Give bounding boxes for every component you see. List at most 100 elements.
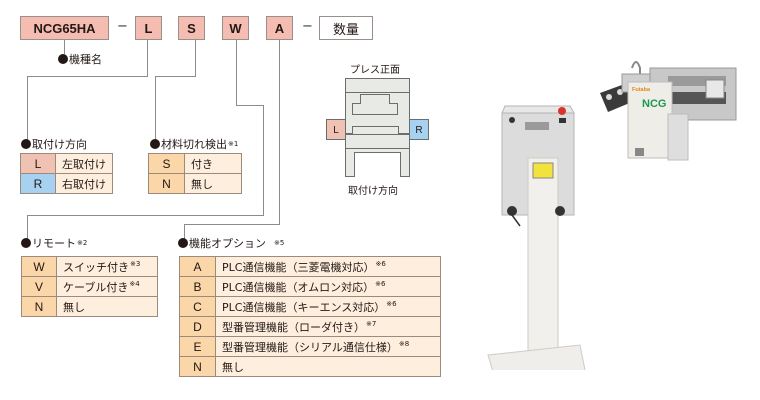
footnote-mark: ※5 [274, 239, 285, 247]
option-label: 無し [184, 173, 242, 194]
table-row: R 右取付け [20, 173, 113, 194]
option-label: PLC通信機能（三菱電機対応）※6 [215, 256, 441, 277]
option-label-text: 型番管理機能（ローダ付き） [222, 320, 365, 334]
option-label-text: ケーブル付き [63, 280, 129, 294]
option-code: S [148, 153, 185, 174]
table-row: S 付き [148, 153, 242, 174]
right-side-marker [409, 119, 429, 140]
option-label: PLC通信機能（キーエンス対応）※6 [215, 296, 441, 317]
remote-table: W スイッチ付き※3 V ケーブル付き※4 N 無し [21, 256, 158, 317]
option-code: D [179, 316, 216, 337]
mounting-direction-title: 取付け方向 [21, 136, 87, 152]
table-row: V ケーブル付き※4 [21, 276, 158, 297]
option-code: W [21, 256, 57, 277]
table-row: N 無し [179, 356, 441, 377]
option-label-text: 型番管理機能（シリアル通信仕様） [222, 340, 398, 354]
option-label: スイッチ付き※3 [56, 256, 158, 277]
bullet-icon [21, 139, 31, 149]
mounting-direction-table: L 左取付け R 右取付け [20, 153, 113, 194]
connector-line [195, 40, 196, 76]
remote-controller-stand [487, 105, 586, 370]
function-options-table: A PLC通信機能（三菱電機対応）※6 B PLC通信機能（オムロン対応）※6 … [179, 256, 441, 377]
option-code: N [179, 356, 216, 377]
press-base [345, 148, 410, 177]
footnote-mark: ※3 [130, 259, 141, 268]
option-code: R [20, 173, 56, 194]
press-diagram-title: プレス正面 [350, 65, 400, 76]
left-side-marker [326, 119, 346, 140]
feeder-unit: Futaba NCG [600, 61, 737, 161]
bullet-icon [58, 54, 68, 64]
quantity-box: 数量 [319, 16, 373, 40]
option-label: ケーブル付き※4 [56, 276, 158, 297]
code-segment-function: A [266, 16, 293, 40]
connector-line [27, 215, 28, 239]
connector-line [147, 40, 148, 76]
section-title: 材料切れ検出 [161, 138, 227, 151]
right-side-label: R [415, 125, 422, 136]
option-code: N [148, 173, 185, 194]
connector-line [155, 76, 196, 77]
footnote-mark: ※1 [228, 140, 239, 148]
table-row: C PLC通信機能（キーエンス対応）※6 [179, 296, 441, 317]
bullet-icon [178, 238, 188, 248]
connector-line [27, 76, 148, 77]
press-bolster [352, 126, 399, 135]
option-label: 右取付け [55, 173, 113, 194]
caption-text: 機種名 [69, 53, 102, 66]
option-label: 無し [56, 296, 158, 317]
connector-line [27, 76, 28, 142]
connector-line [236, 105, 263, 106]
feeder-model-text: NCG [642, 98, 666, 110]
connector-line [184, 224, 280, 225]
table-row: B PLC通信機能（オムロン対応）※6 [179, 276, 441, 297]
table-row: D 型番管理機能（ローダ付き）※7 [179, 316, 441, 337]
connector-line [263, 105, 264, 216]
press-slide [352, 94, 398, 115]
footnote-mark: ※6 [386, 299, 397, 308]
option-label: 型番管理機能（シリアル通信仕様）※8 [215, 336, 441, 357]
bullet-icon [150, 139, 160, 149]
connector-line [155, 76, 156, 142]
option-label-text: PLC通信機能（キーエンス対応） [222, 300, 386, 314]
press-diagram: L R [326, 78, 429, 177]
separator: − [117, 19, 128, 34]
connector-line [279, 40, 280, 225]
option-label-text: スイッチ付き [63, 260, 129, 274]
footnote-mark: ※2 [77, 239, 88, 247]
code-segment-remote: W [222, 16, 249, 40]
model-name-caption: 機種名 [58, 51, 102, 67]
left-side-label: L [333, 125, 339, 136]
separator: − [302, 19, 313, 34]
option-label-text: PLC通信機能（オムロン対応） [222, 280, 375, 294]
option-label-text: 無し [63, 300, 85, 314]
table-row: N 無し [148, 173, 242, 194]
press-top-block [345, 78, 410, 93]
option-code: A [179, 256, 216, 277]
option-label-text: 無し [222, 360, 244, 374]
option-label: 無し [215, 356, 441, 377]
option-code: V [21, 276, 57, 297]
section-title: 取付け方向 [32, 138, 87, 151]
code-segment-mounting: L [135, 16, 162, 40]
connector-line [27, 215, 264, 216]
section-title: 機能オプション [189, 237, 266, 250]
option-code: C [179, 296, 216, 317]
press-bed [345, 134, 410, 149]
table-row: N 無し [21, 296, 158, 317]
connector-line [64, 40, 65, 54]
option-label: PLC通信機能（オムロン対応）※6 [215, 276, 441, 297]
feeder-brand-text: Futaba [632, 87, 651, 93]
function-options-title: 機能オプション ※5 [178, 235, 284, 251]
option-label: 型番管理機能（ローダ付き）※7 [215, 316, 441, 337]
option-code: B [179, 276, 216, 297]
connector-line [184, 224, 185, 239]
table-row: W スイッチ付き※3 [21, 256, 158, 277]
press-diagram-caption: 取付け方向 [348, 186, 398, 197]
connector-line [236, 40, 237, 105]
footnote-mark: ※4 [129, 279, 140, 288]
product-photo: Futaba NCG [487, 61, 737, 370]
table-row: L 左取付け [20, 153, 113, 174]
footnote-mark: ※8 [398, 339, 410, 348]
table-row: E 型番管理機能（シリアル通信仕様）※8 [179, 336, 441, 357]
